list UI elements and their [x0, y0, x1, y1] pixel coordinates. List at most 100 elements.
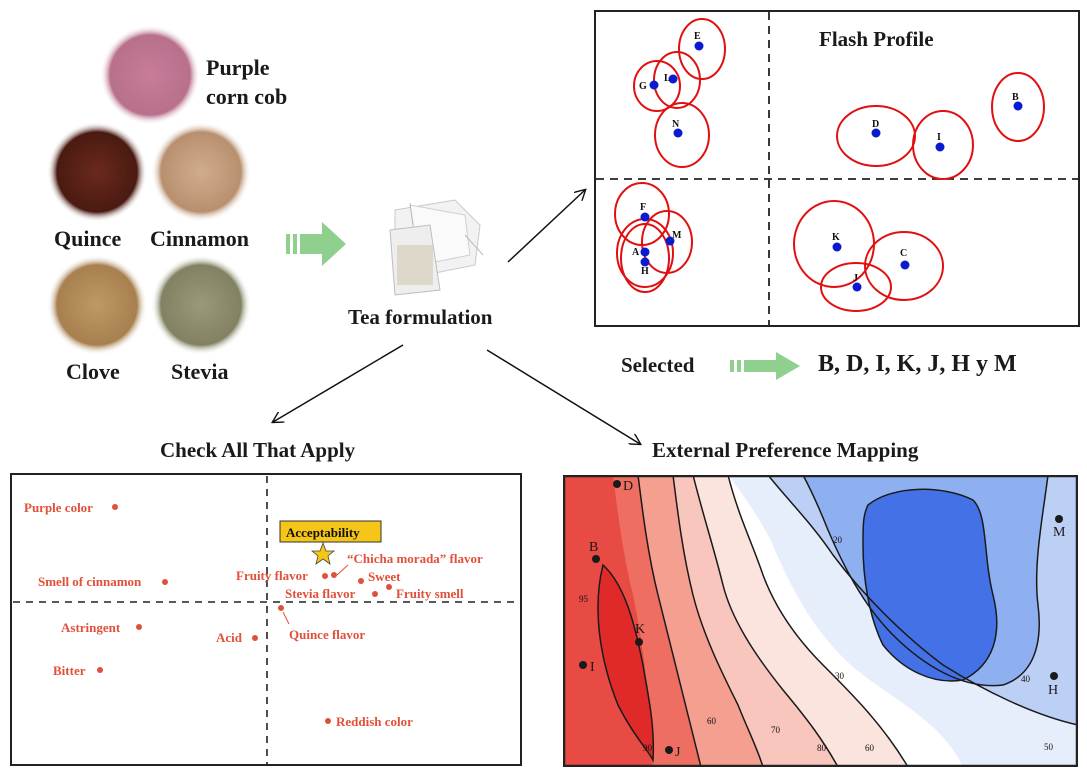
fp-point-G: [649, 80, 659, 90]
epm-point-J: J: [675, 745, 681, 760]
acceptability-box: [279, 520, 382, 543]
fp-point-B: [1013, 101, 1023, 111]
cata-label-fruity-flavor: Fruity flavor: [236, 568, 308, 583]
fp-point-C: [900, 260, 910, 270]
cata-label-chicha-morada: “Chicha morada” flavor: [347, 551, 483, 566]
purple-corn-label-2: corn cob: [206, 84, 288, 109]
epm-contour-label: 95: [579, 594, 589, 604]
cata-label-reddish-color: Reddish color: [336, 714, 413, 729]
epm-point-D: D: [623, 479, 633, 494]
fp-point-M: [665, 236, 675, 246]
stevia-powder: [151, 255, 251, 355]
cata-label-stevia-flavor: Stevia flavor: [285, 586, 356, 601]
selected-label: Selected: [621, 353, 695, 377]
fp-point-J: [852, 282, 862, 292]
clove-powder: [47, 255, 147, 355]
fp-ellipse-L: [653, 51, 701, 109]
purple-corn-powder: [100, 25, 200, 125]
epm-contour-label: 20: [833, 535, 843, 545]
epm-point-B: B: [589, 540, 598, 555]
quince-powder: [47, 122, 147, 222]
fp-point-E: [694, 41, 704, 51]
ingredients-group: [0, 0, 290, 395]
epm-contour-label: 80: [817, 743, 827, 753]
epm-contour-label: 30: [835, 671, 845, 681]
fp-ellipse-C: [864, 231, 944, 301]
fp-point-F: [640, 212, 650, 222]
cata-label-bitter: Bitter: [53, 663, 86, 678]
quince-label: Quince: [54, 226, 122, 251]
cata-label-acid: Acid: [216, 630, 243, 645]
fp-label-N: N: [672, 119, 680, 130]
epm-contour-label: 40: [1021, 674, 1031, 684]
cata-label-sweet: Sweet: [368, 569, 401, 584]
epm-contour-label: 60: [707, 716, 717, 726]
fp-label-B: B: [1012, 92, 1019, 103]
epm-contour-label: 50: [1044, 742, 1054, 752]
fp-label-G: G: [639, 81, 647, 92]
ingredient-circles: [47, 25, 251, 355]
fp-label-I: I: [937, 132, 941, 143]
epm-contour-label: 60: [865, 743, 875, 753]
fp-ellipse-N: [654, 102, 710, 168]
fp-label-L: L: [664, 73, 671, 84]
purple-corn-label-1: Purple: [206, 55, 270, 80]
fp-label-C: C: [900, 248, 907, 259]
fp-ellipse-J: [820, 262, 892, 312]
arrow-to-flash-profile: [507, 190, 585, 263]
fp-ellipse-H: [620, 223, 670, 293]
fp-point-A: [640, 247, 650, 257]
cata-label-fruity-smell: Fruity smell: [396, 586, 464, 601]
fp-point-H: [640, 257, 650, 267]
fp-ellipse-I: [912, 110, 974, 180]
fp-point-K: [832, 242, 842, 252]
fp-label-H: H: [641, 266, 649, 277]
fp-point-L: [668, 74, 678, 84]
green-arrow-icon: [286, 222, 346, 266]
epm-point-K: K: [635, 622, 645, 637]
epm-point-M: M: [1053, 525, 1066, 540]
selected-arrow-icon: [730, 352, 800, 380]
stevia-label: Stevia: [171, 359, 229, 384]
selected-samples: B, D, I, K, J, H y M: [818, 351, 1017, 377]
arrow-to-cata: [273, 344, 404, 422]
epm-title: External Preference Mapping: [652, 438, 919, 462]
fp-point-D: [871, 128, 881, 138]
flash-profile-panel: [594, 10, 1080, 327]
clove-label: Clove: [66, 359, 120, 384]
fp-point-I: [935, 142, 945, 152]
cata-label-purple-color: Purple color: [24, 500, 93, 515]
tea-bags-image: [389, 199, 484, 296]
epm-point-H: H: [1048, 683, 1058, 698]
fp-label-E: E: [694, 31, 701, 42]
cata-label-astringent: Astringent: [61, 620, 121, 635]
fp-label-M: M: [672, 230, 682, 241]
star-icon: [310, 541, 336, 565]
tea-formulation-label: Tea formulation: [348, 305, 493, 329]
cata-label-smell-cinnamon: Smell of cinnamon: [38, 574, 142, 589]
epm-contour-label: 70: [771, 725, 781, 735]
fp-ellipse-B: [991, 72, 1045, 142]
fp-label-K: K: [832, 232, 840, 243]
fp-label-J: J: [853, 273, 858, 284]
fp-point-N: [673, 128, 683, 138]
epm-point-I: I: [590, 660, 595, 675]
flash-profile-title: Flash Profile: [819, 27, 934, 51]
fp-ellipse-E: [678, 18, 726, 80]
epm-plot: 95 20 30 40 50 60 70 80 90 60 D B K I J: [563, 475, 1078, 767]
fp-ellipse-G: [633, 60, 681, 112]
cinnamon-powder: [151, 122, 251, 222]
fp-label-D: D: [872, 119, 879, 130]
acceptability-label: Acceptability: [286, 525, 360, 540]
cata-title: Check All That Apply: [160, 438, 356, 462]
arrow-to-epm: [486, 349, 640, 444]
cata-label-quince-flavor: Quince flavor: [289, 627, 365, 642]
epm-contour-label: 90: [643, 743, 653, 753]
fp-label-A: A: [632, 247, 640, 258]
fp-label-F: F: [640, 202, 646, 213]
cata-panel: [10, 473, 522, 766]
cinnamon-label: Cinnamon: [150, 226, 250, 251]
